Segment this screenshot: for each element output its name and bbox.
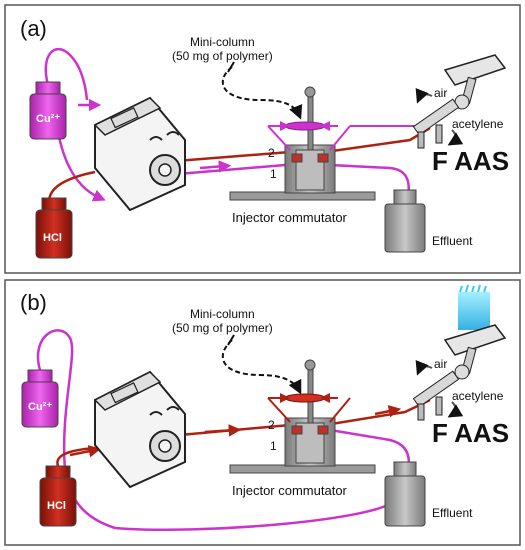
cu-tube-top <box>44 48 89 101</box>
flow-arrow-b2 <box>204 424 242 437</box>
mini-column-pointer-b <box>221 339 302 395</box>
mini-column-pointer <box>221 66 303 120</box>
burner <box>412 54 507 149</box>
mini-column-label-line1-b: Mini-column <box>190 307 255 321</box>
acetylene-label: acetylene <box>452 117 504 131</box>
flow-arrow-2 <box>199 160 232 173</box>
air-label: air <box>434 86 447 100</box>
mini-column-pointer-tail-b <box>227 334 235 346</box>
port-1-label-b: 1 <box>270 439 277 453</box>
acetylene-label-b: acetylene <box>452 389 504 403</box>
cu-bottle: Cu²⁺ <box>29 81 67 140</box>
peristaltic-pump <box>93 96 186 212</box>
mini-column-b <box>284 393 326 403</box>
panel-b-label: (b) <box>20 290 47 315</box>
hcl-bottle-label-b: HCl <box>47 500 66 512</box>
effluent-container <box>384 189 426 253</box>
port-2-label: 2 <box>268 146 275 160</box>
panel-b: (b) Cu²⁺ HCl <box>4 279 521 546</box>
panel-a: (a) Cu²⁺ HCl <box>4 4 521 274</box>
panel-a-label: (a) <box>20 16 47 41</box>
effluent-label: Effluent <box>432 234 473 248</box>
cu-bottle-label-b: Cu²⁺ <box>28 401 52 413</box>
mini-column <box>284 121 326 131</box>
mini-column-label-line2-b: (50 mg of polymer) <box>172 321 273 335</box>
faas-label: F AAS <box>432 146 509 176</box>
hcl-bottle: HCl <box>35 197 73 259</box>
port-1-label: 1 <box>270 167 277 181</box>
mini-column-label-line2: (50 mg of polymer) <box>172 49 273 63</box>
injector-commutator-b <box>229 359 376 474</box>
flow-arrow-b1 <box>69 445 102 458</box>
mini-column-pointer-tail <box>227 61 235 73</box>
injector-commutator-label-b: Injector commutator <box>232 483 348 498</box>
flame <box>458 284 490 330</box>
mini-column-label-line1: Mini-column <box>190 35 255 49</box>
faas-label-b: F AAS <box>432 418 509 448</box>
injector-commutator-label: Injector commutator <box>232 210 348 225</box>
port-2-label-b: 2 <box>268 418 275 432</box>
peristaltic-pump-b <box>93 370 186 489</box>
hcl-bottle-b: HCl <box>39 465 77 527</box>
effluent-container-b <box>384 461 426 527</box>
panel-a-frame <box>4 4 521 274</box>
injector-commutator <box>229 86 420 201</box>
cu-bottle-b: Cu²⁺ <box>21 369 59 428</box>
panel-b-frame <box>4 279 521 546</box>
effluent-label-b: Effluent <box>432 506 473 520</box>
cu-bottle-label: Cu²⁺ <box>36 113 60 125</box>
air-label-b: air <box>434 357 447 371</box>
flow-arrow-b3 <box>374 405 402 418</box>
hcl-bottle-label: HCl <box>43 232 62 244</box>
burner-b <box>412 324 507 421</box>
